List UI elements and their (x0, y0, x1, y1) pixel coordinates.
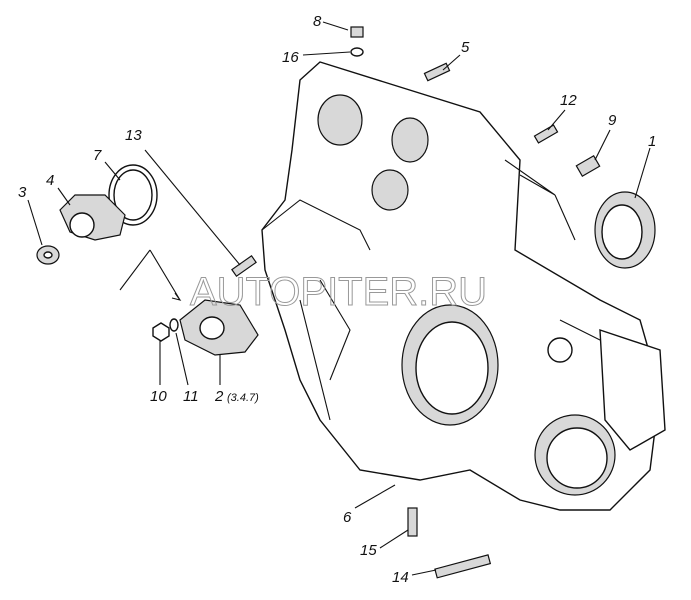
callout-2: 2 (214, 388, 224, 405)
callout-15: 15 (360, 542, 377, 559)
stud-5 (423, 62, 451, 82)
callout-8: 8 (313, 13, 322, 30)
nut (152, 322, 170, 342)
callout-16: 16 (282, 49, 299, 66)
lock-washer (169, 318, 179, 332)
seal-16 (350, 47, 364, 57)
callout-7: 7 (93, 147, 102, 164)
callout-11: 11 (183, 388, 199, 405)
callout-6: 6 (343, 509, 352, 526)
plug-8 (350, 26, 364, 38)
watermark: AUTOPITER.RU (190, 270, 487, 314)
callout-14: 14 (392, 569, 409, 586)
stud-15 (407, 507, 418, 537)
callout-13: 13 (125, 127, 142, 144)
callout-3: 3 (18, 184, 27, 201)
callout-2-note: (3.4.7) (227, 392, 259, 404)
stud-12 (533, 124, 559, 144)
callout-1: 1 (648, 133, 656, 150)
flywheel-housing (261, 61, 666, 511)
callout-5: 5 (461, 39, 470, 56)
leader-lines (27, 21, 651, 576)
callout-10: 10 (150, 388, 167, 405)
stud-14 (434, 554, 492, 579)
plug-9 (575, 154, 601, 178)
seal-ring (594, 191, 656, 269)
callout-9: 9 (608, 112, 617, 129)
callout-12: 12 (560, 92, 577, 109)
callout-4: 4 (46, 172, 54, 189)
o-ring-inner (113, 169, 153, 221)
stud-13 (231, 255, 257, 277)
